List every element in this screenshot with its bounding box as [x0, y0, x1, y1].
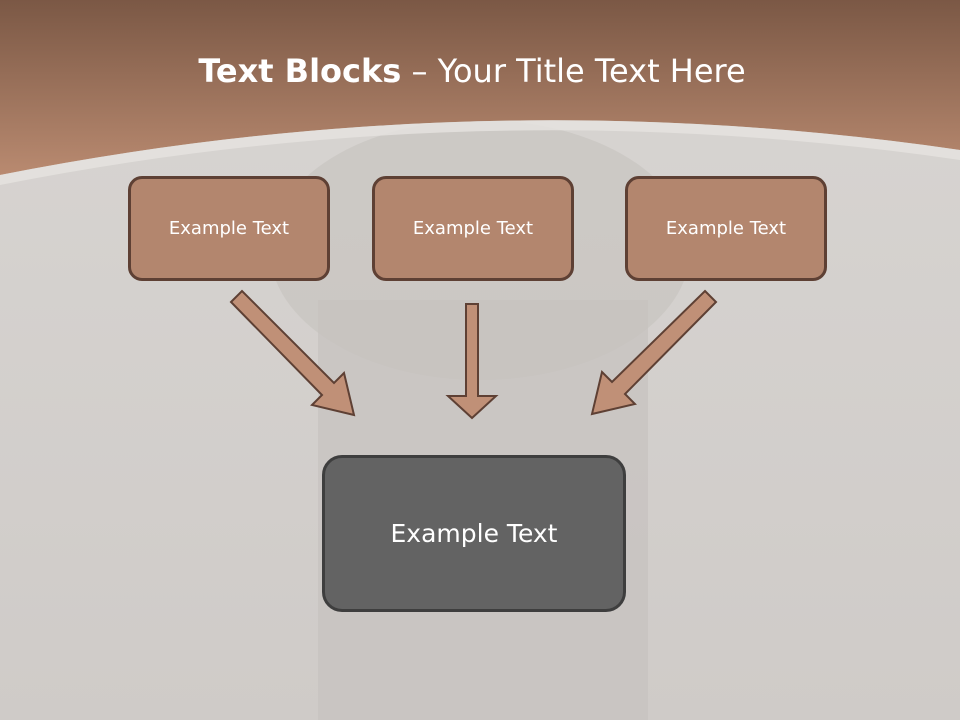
title-bold: Text Blocks [198, 52, 402, 90]
text-block-left: Example Text [128, 176, 330, 281]
arrow-left [229, 289, 356, 417]
title-rest: Your Title Text Here [437, 52, 746, 90]
text-block-center: Example Text [372, 176, 574, 281]
text-block-right: Example Text [625, 176, 827, 281]
text-block-right-label: Example Text [665, 218, 787, 239]
arrow-center [445, 303, 499, 420]
title-dash: – [401, 52, 438, 90]
result-block-label: Example Text [390, 519, 558, 548]
text-block-center-label: Example Text [412, 218, 534, 239]
text-block-left-label: Example Text [168, 218, 290, 239]
arrow-right [590, 289, 718, 416]
slide-title: Text Blocks – Your Title Text Here [0, 52, 944, 90]
result-block: Example Text [322, 455, 626, 612]
